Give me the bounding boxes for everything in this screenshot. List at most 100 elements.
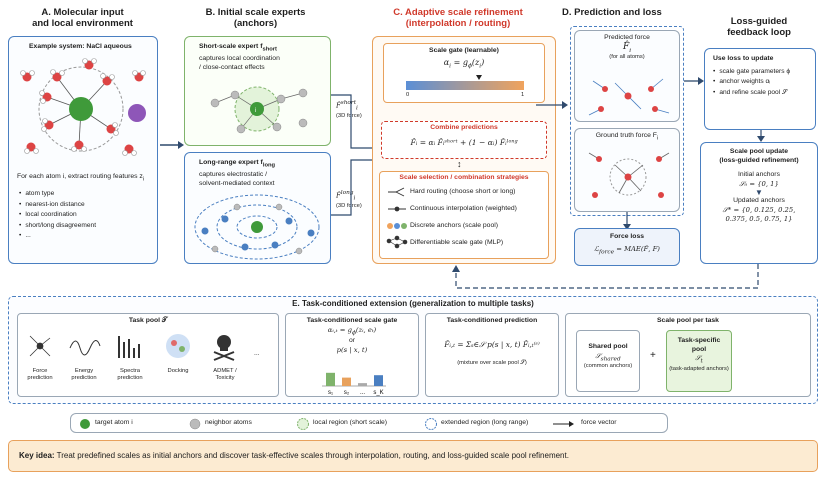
combine-equation: F̂ᵢ = αᵢ F̂ᵢˢʰᵒʳᵗ + (1 − αᵢ) F̂ᵢˡᵒⁿᵍ xyxy=(410,137,518,147)
feedback-arrow xyxy=(452,264,759,289)
nacl-illustration xyxy=(20,58,146,156)
task-label: Force prediction xyxy=(27,368,53,381)
example-label: Example system: NaCl aqueous xyxy=(29,43,132,50)
scale-prob-bar xyxy=(326,372,335,386)
panel-c: Scale gate (learnable) αi = gϕ(zi) 0 1 C… xyxy=(372,36,556,264)
updated-value-2: 0.375, 0.5, 0.75, 1} xyxy=(725,214,793,223)
strategy-item: Differentiable scale gate (MLP) xyxy=(410,239,504,246)
short-desc: captures local coordination/ close-conta… xyxy=(199,55,280,71)
loss-title: Force loss xyxy=(610,233,644,240)
predicted-force-illustration xyxy=(588,78,670,116)
scale-prob-bar xyxy=(358,383,367,386)
strategies-box: Scale selection / combination strategies… xyxy=(379,171,549,259)
predicted-force-box: Predicted force F̂i (for all atoms) xyxy=(574,30,680,122)
heading-d: D. Prediction and loss xyxy=(562,7,662,18)
updown-arrow: ↕ xyxy=(457,159,462,169)
panel-b-short: Short-scale expert fshort captures local… xyxy=(184,36,331,146)
target-atom-icon xyxy=(80,419,90,429)
arrow-to-loss xyxy=(623,212,631,230)
tc-pred-box: Task-conditioned prediction F̂ᵢ,ₜ = Σₛ∈𝒮… xyxy=(425,313,559,397)
arrow-c-d xyxy=(536,101,568,109)
scale-prob-label: s₁ xyxy=(328,390,333,396)
force-vector-icon xyxy=(553,421,574,427)
tc-gate-box: Task-conditioned scale gate αᵢ,ₜ = gϕ(zᵢ… xyxy=(285,313,419,397)
use-item: scale gate parameters ϕ xyxy=(713,67,815,78)
task-label: Energy prediction xyxy=(71,368,97,381)
pred-note: (for all atoms) xyxy=(609,54,645,61)
task-pool-box: Task pool 𝒯 Force prediction Energy pred… xyxy=(17,313,279,397)
gate-title: Scale gate (learnable) xyxy=(429,47,499,54)
tc-gate-or: or xyxy=(348,336,356,344)
tc-pred-eq: F̂ᵢ,ₜ = Σₛ∈𝒮 p(s | x, t) F̂ᵢ,ₜ⁽ˢ⁾ xyxy=(444,339,540,349)
shared-note: (common anchors) xyxy=(583,362,633,369)
feature-item: local coordination xyxy=(19,210,96,221)
arrow-use-pool xyxy=(757,130,765,142)
tc-pred-note: (mixture over scale pool 𝒮) xyxy=(457,359,527,366)
task-ellipsis: ... xyxy=(254,350,260,357)
panel-e: E. Task-conditioned extension (generaliz… xyxy=(8,296,818,404)
loss-equation: ℒforce = MAE(F̂, F) xyxy=(594,244,660,255)
local-region-icon xyxy=(297,418,309,430)
gate-gradient-bar xyxy=(406,81,524,90)
short-output-label: F̂shorti (3D force) xyxy=(336,100,362,119)
legend-label: force vector xyxy=(581,419,617,426)
discrete-anchors-icon xyxy=(387,223,407,229)
panel-b-long: Long-range expert flong captures electro… xyxy=(184,152,331,264)
long-desc: captures electrostatic /solvent-mediated… xyxy=(199,171,275,187)
specific-symbol: 𝒮t xyxy=(695,354,703,365)
task-label: ADMET / Toxicity xyxy=(213,368,237,381)
task-pool-title: Task pool 𝒯 xyxy=(128,317,168,324)
specific-note: (task-adapted anchors) xyxy=(669,365,729,372)
use-item: and refine scale pool 𝒮 xyxy=(713,88,815,99)
feature-list: atom type nearest-ion distance local coo… xyxy=(19,189,96,242)
legend: target atom i neighbor atoms local regio… xyxy=(70,413,668,433)
short-expert-title: Short-scale expert fshort xyxy=(199,43,277,53)
updated-value-1: 𝒮* = {0, 0.125, 0.25, xyxy=(722,205,796,214)
legend-label: neighbor atoms xyxy=(205,419,252,426)
pred-symbol: F̂i xyxy=(622,41,632,54)
extended-region-icon xyxy=(425,418,437,430)
gate-marker xyxy=(476,75,483,80)
strategy-icons xyxy=(386,187,408,249)
force-loss-box: Force loss ℒforce = MAE(F̂, F) xyxy=(574,228,680,266)
legend-label: target atom i xyxy=(95,419,133,426)
scale-prob-bar xyxy=(374,375,383,386)
use-title: Use loss to update xyxy=(713,55,774,62)
feature-item: atom type xyxy=(19,189,96,200)
ground-truth-illustration xyxy=(588,152,670,198)
strategies-title: Scale selection / combination strategies xyxy=(399,174,529,181)
ground-truth-box: Ground truth force Fi xyxy=(574,128,680,212)
combine-title: Combine predictions xyxy=(430,124,498,131)
feature-item: ... xyxy=(19,231,96,242)
key-idea-text: Key idea: Treat predefined scales as ini… xyxy=(19,451,569,460)
tc-pred-title: Task-conditioned prediction xyxy=(446,317,538,324)
scale-prob-label: s_K xyxy=(373,390,383,396)
combine-box: Combine predictions F̂ᵢ = αᵢ F̂ᵢˢʰᵒʳᵗ + … xyxy=(381,121,547,159)
short-illustration: i xyxy=(210,86,308,134)
gate-equation: αi = gϕ(zi) xyxy=(443,57,485,70)
pool-title: Scale pool update(loss-guided refinement… xyxy=(719,148,799,164)
use-item: anchor weights αᵢ xyxy=(713,77,815,88)
arrow-a-b xyxy=(160,141,184,149)
tc-gate-eq: αᵢ,ₜ = gϕ(zᵢ, eₜ) xyxy=(327,325,377,336)
strategy-item: Discrete anchors (scale pool) xyxy=(410,222,499,229)
strategy-item: Hard routing (choose short or long) xyxy=(410,188,516,195)
long-illustration xyxy=(194,194,320,260)
atom-i-label: i xyxy=(255,108,256,114)
interpolation-icon xyxy=(388,206,406,212)
strategy-item: Continuous interpolation (weighted) xyxy=(410,205,517,212)
shared-symbol: 𝒮shared xyxy=(595,351,621,362)
neighbor-atom-icon xyxy=(189,418,201,430)
energy-icon xyxy=(69,340,101,356)
initial-label: Initial anchors xyxy=(738,171,780,179)
key-idea-box: Key idea: Treat predefined scales as ini… xyxy=(8,440,818,472)
heading-b: B. Initial scale experts(anchors) xyxy=(205,7,306,29)
initial-value: 𝒮₀ = {0, 1} xyxy=(739,179,779,188)
scale-prob-bar xyxy=(342,377,351,386)
task-label: Spectra prediction xyxy=(117,368,143,381)
